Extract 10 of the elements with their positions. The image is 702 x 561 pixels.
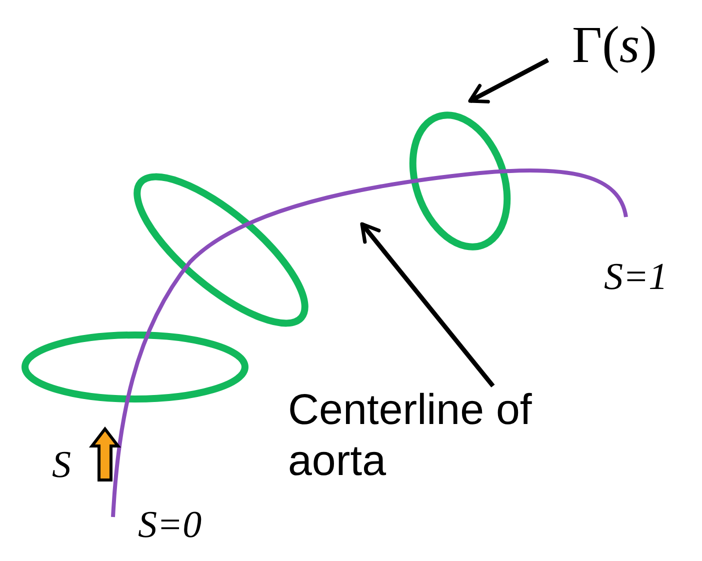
arc-length-label: S=0 xyxy=(138,506,202,544)
ring-ellipse xyxy=(409,112,511,250)
ring-ellipse xyxy=(22,332,248,402)
arc-length-label: S=1 xyxy=(604,258,668,296)
callout-text: Centerline of aorta xyxy=(288,385,628,486)
arrow xyxy=(468,58,550,104)
arc-length-label: S xyxy=(52,446,71,484)
arrow xyxy=(360,222,495,388)
gamma-label: Γ(s) xyxy=(572,20,657,72)
ring-ellipse xyxy=(134,173,308,327)
